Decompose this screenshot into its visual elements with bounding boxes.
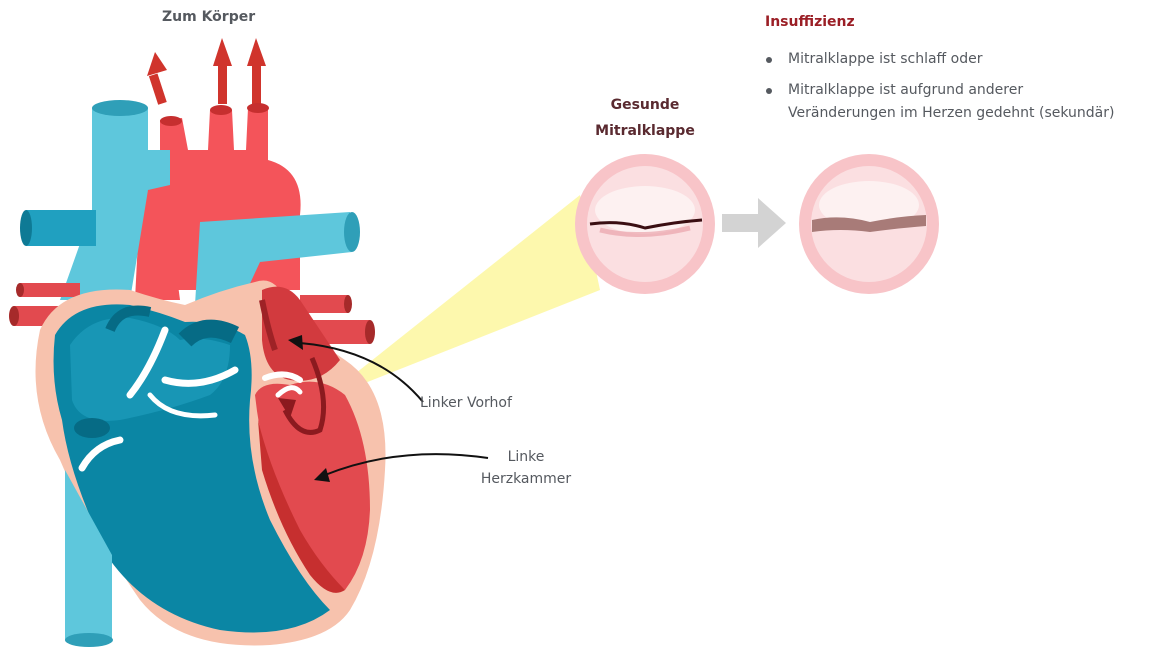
left-ventricle-label-line2: Herzkammer xyxy=(476,468,576,490)
left-ventricle-label-line1: Linke xyxy=(476,446,576,468)
magnifier-beam xyxy=(322,195,600,400)
left-atrium-label: Linker Vorhof xyxy=(420,392,512,414)
healthy-valve-title: Gesunde Mitralklappe xyxy=(565,92,725,144)
insufficiency-heading: Insuffizienz xyxy=(765,14,855,30)
insufficiency-bullet-1: Mitralklappe ist schlaff oder xyxy=(762,48,1162,71)
insufficient-valve-illustration xyxy=(799,154,939,294)
insufficiency-bullet-2-line1: Mitralklappe ist aufgrund anderer xyxy=(788,79,1162,102)
healthy-valve-title-line2: Mitralklappe xyxy=(565,118,725,144)
transition-arrow xyxy=(722,198,786,248)
insufficiency-bullet-2-line2: Veränderungen im Herzen gedehnt (sekundä… xyxy=(788,102,1162,125)
healthy-valve-title-line1: Gesunde xyxy=(565,92,725,118)
flow-arrows-to-body xyxy=(147,38,266,105)
left-ventricle-label: Linke Herzkammer xyxy=(476,446,576,490)
healthy-valve-illustration xyxy=(575,154,715,294)
insufficiency-bullet-2: Mitralklappe ist aufgrund anderer Veränd… xyxy=(762,79,1162,125)
insufficiency-list: Mitralklappe ist schlaff oder Mitralklap… xyxy=(762,48,1162,133)
to-body-label: Zum Körper xyxy=(162,6,255,28)
insufficiency-bullet-1-text: Mitralklappe ist schlaff oder xyxy=(788,51,982,67)
